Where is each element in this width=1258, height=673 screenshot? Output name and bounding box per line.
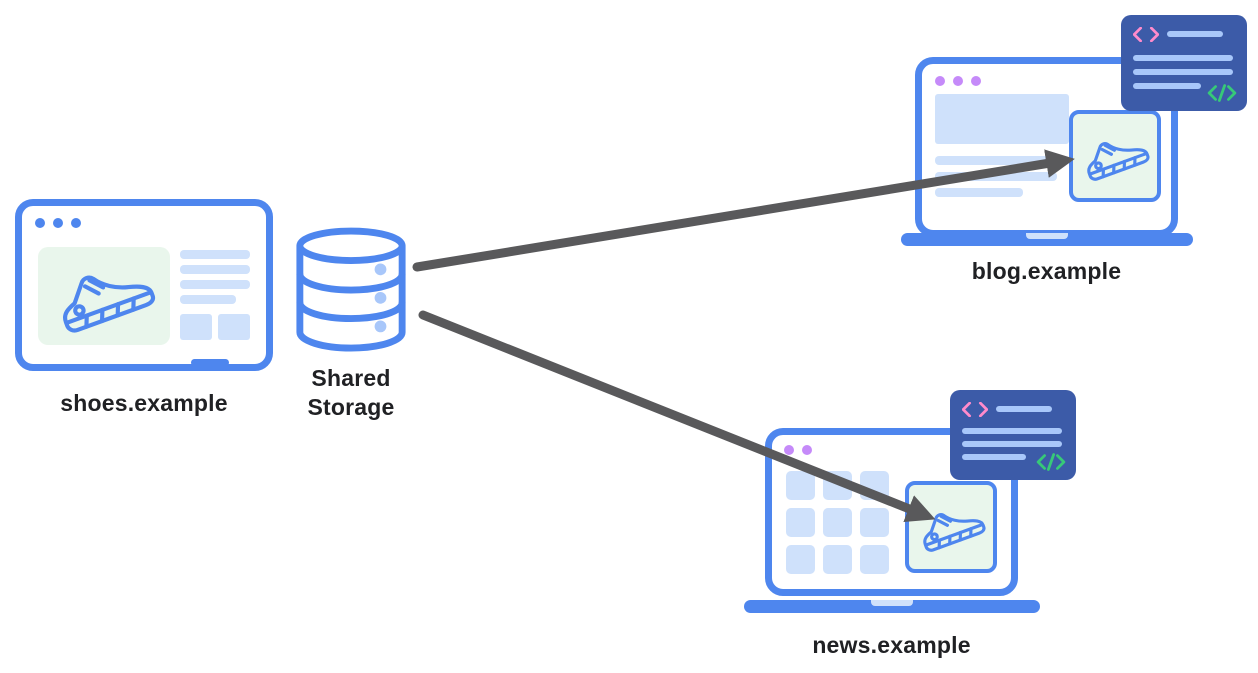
article-grid-placeholder (786, 471, 889, 574)
grid-cell (823, 545, 852, 574)
text-placeholder-line (180, 265, 250, 274)
product-image-shoes (38, 247, 170, 345)
laptop-base (744, 600, 1040, 613)
grid-cell (860, 471, 889, 500)
node-label-blog: blog.example (971, 258, 1122, 284)
window-dot (971, 76, 981, 86)
sneaker-icon (63, 275, 156, 333)
product-image-news (905, 481, 997, 573)
node-label-news: news.example (812, 632, 971, 658)
window-dot (953, 76, 963, 86)
code-close-tag-icon (1036, 453, 1066, 471)
text-placeholder-line (180, 280, 250, 289)
database-icon (296, 227, 406, 352)
text-placeholder-line (180, 250, 250, 259)
thumbnail-placeholder (180, 314, 212, 340)
window-control-dots (784, 445, 812, 455)
code-snippet-card-blog (1121, 15, 1247, 111)
window-dot (784, 445, 794, 455)
code-line (996, 406, 1052, 412)
text-placeholder-line (935, 172, 1057, 181)
laptop-notch (871, 600, 913, 606)
sneaker-icon (1087, 142, 1150, 181)
grid-cell (860, 508, 889, 537)
grid-cell (786, 471, 815, 500)
laptop-base (901, 233, 1193, 246)
code-line (1133, 69, 1233, 75)
grid-cell (786, 508, 815, 537)
text-placeholder-line (935, 188, 1023, 197)
laptop-notch (1026, 233, 1068, 239)
text-placeholder-line (180, 295, 236, 304)
grid-cell (786, 545, 815, 574)
code-snippet-card-news (950, 390, 1076, 480)
grid-cell (823, 508, 852, 537)
storage-label-line1: Shared (311, 365, 391, 391)
node-label-shoes: shoes.example (60, 390, 228, 416)
window-control-dots (935, 76, 981, 86)
code-close-tag-icon (1207, 84, 1237, 102)
code-line (962, 428, 1062, 434)
window-dot (802, 445, 812, 455)
window-accent-dash (191, 359, 229, 366)
browser-window-shoes (15, 199, 273, 371)
grid-cell (823, 471, 852, 500)
window-dot (53, 218, 63, 228)
thumbnail-placeholder (218, 314, 250, 340)
sneaker-icon (923, 513, 986, 552)
window-dot (935, 76, 945, 86)
grid-cell (860, 545, 889, 574)
code-line (1133, 83, 1201, 89)
code-line (1167, 31, 1223, 37)
hero-banner-placeholder (935, 94, 1069, 144)
window-control-dots (35, 218, 81, 228)
window-dot (35, 218, 45, 228)
code-open-tag-icon (962, 402, 988, 417)
code-line (962, 454, 1026, 460)
code-line (1133, 55, 1233, 61)
product-image-blog (1069, 110, 1161, 202)
text-placeholder-line (935, 156, 1057, 165)
code-open-tag-icon (1133, 27, 1159, 42)
storage-label-line2: Storage (307, 394, 395, 420)
code-line (962, 441, 1062, 447)
window-dot (71, 218, 81, 228)
